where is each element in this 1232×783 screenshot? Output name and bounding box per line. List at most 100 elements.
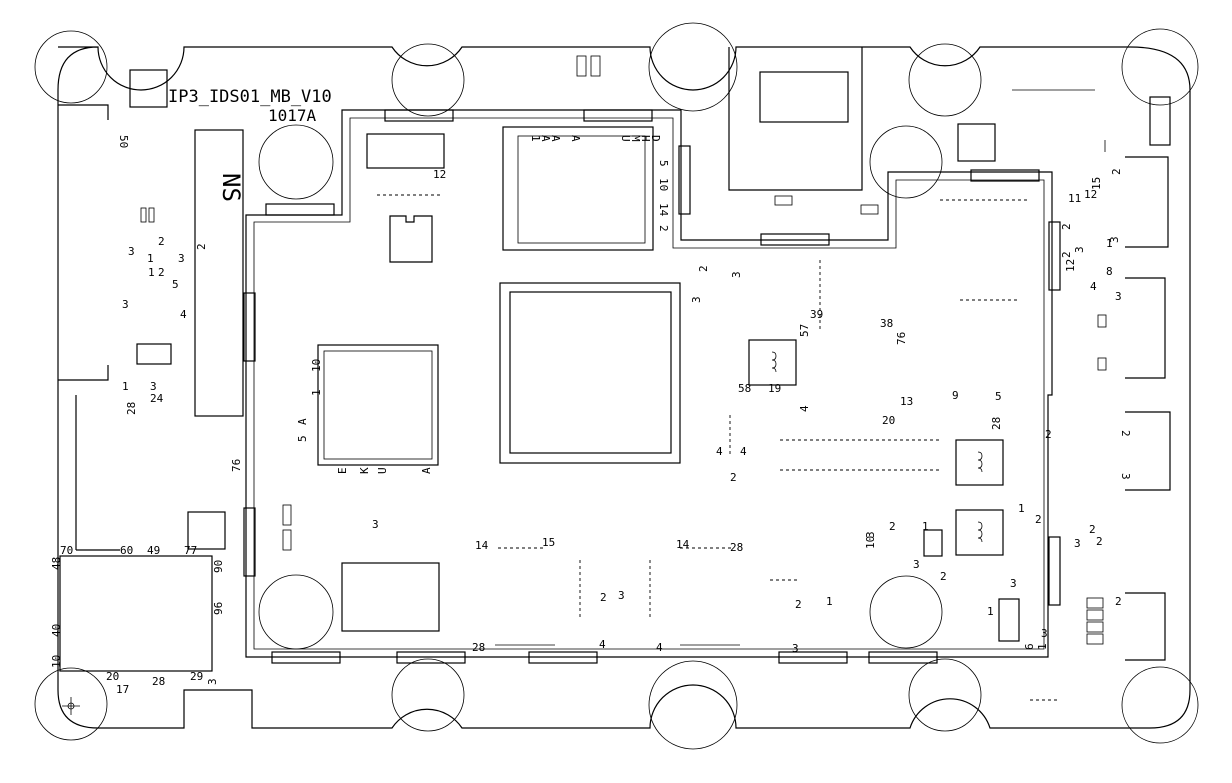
component-block: [136, 343, 172, 365]
pin-label: 3: [372, 518, 379, 531]
shield-clip: [583, 109, 653, 122]
pin-label: 2: [158, 235, 165, 248]
main-soc: [499, 282, 681, 464]
shield-clip: [1048, 221, 1061, 291]
pin-label: 2: [1045, 428, 1052, 441]
component-block: [957, 123, 996, 162]
pin-label: 2: [697, 265, 710, 272]
pin-label: 4: [716, 445, 723, 458]
inductor: [389, 215, 433, 263]
pin-label: 2: [1115, 595, 1122, 608]
shield-clip: [1048, 536, 1061, 606]
pin-label: A: [539, 135, 552, 142]
pin-label: 5: [657, 160, 670, 167]
pin-label: U: [619, 135, 632, 142]
mounting-hole-bottom-mid-left: [258, 574, 334, 650]
pin-label: 2: [600, 591, 607, 604]
pin-label: 77: [184, 544, 197, 557]
shield-clip: [778, 651, 848, 664]
pin-label: 2: [1060, 223, 1073, 230]
pin-label: 4: [740, 445, 747, 458]
pin-label: E: [336, 467, 349, 474]
pin-label: K: [358, 467, 371, 474]
pin-label: 3: [1073, 246, 1086, 253]
pin-label: 76: [895, 332, 908, 345]
shield-clip: [243, 292, 256, 362]
pin-label: 60: [120, 544, 133, 557]
small-part: [148, 207, 155, 223]
pin-label: 3: [618, 589, 625, 602]
pin-label: 3: [792, 642, 799, 655]
component-block: [998, 598, 1020, 642]
pin-label: 10: [864, 536, 877, 549]
pin-label: 40: [50, 624, 63, 637]
pin-label: 3: [178, 252, 185, 265]
pin-label: 49: [147, 544, 160, 557]
shield-clip: [384, 109, 454, 122]
mounting-hole-top-mid-right: [869, 125, 943, 199]
pin-label: D: [649, 135, 662, 142]
mounting-hole-top-left: [34, 30, 108, 104]
pin-label: 2: [1089, 523, 1096, 536]
pin-label: 11: [1068, 192, 1081, 205]
pin-label: 28: [472, 641, 485, 654]
power-inductor: [955, 439, 1004, 486]
pin-label: 6: [1023, 643, 1036, 650]
pin-label: A: [569, 135, 582, 142]
pin-label: 1: [1018, 502, 1025, 515]
top-connector-module: [728, 47, 863, 191]
pin-label: 57: [798, 324, 811, 337]
small-part: [576, 55, 587, 77]
memory-chip-inner: [517, 135, 646, 244]
pin-label: 13: [900, 395, 913, 408]
shield-clip: [396, 651, 466, 664]
pin-label: 1: [122, 380, 129, 393]
pin-label: 2: [1060, 251, 1073, 258]
pin-label: 19: [768, 382, 781, 395]
main-soc-inner: [509, 291, 672, 454]
pin-label: 50: [117, 135, 130, 148]
pin-label: 4: [599, 638, 606, 651]
notch-hole-top-1: [391, 43, 465, 117]
right-connector: [1125, 592, 1166, 661]
memory-chip: [502, 126, 654, 251]
pin-label: 12: [1084, 188, 1097, 201]
small-part: [282, 504, 292, 526]
pin-label: 29: [190, 670, 203, 683]
fiducial-crosshair: [62, 697, 80, 715]
pin-label: 1: [310, 389, 323, 396]
pin-label: 3: [864, 531, 877, 538]
pin-label: 1: [148, 266, 155, 279]
pin-label: 3: [150, 380, 157, 393]
pin-label: 96: [212, 602, 225, 615]
component-block: [129, 69, 168, 108]
board-revision: 1017A: [268, 106, 317, 125]
pin-label: 28: [990, 417, 1003, 430]
right-connector: [1125, 411, 1171, 491]
pin-label: 3: [1010, 577, 1017, 590]
shield-clip: [243, 507, 256, 577]
pin-label: 3: [206, 678, 219, 685]
pin-label: 1: [922, 520, 929, 533]
pin-label: 2: [940, 570, 947, 583]
led-array: [1086, 609, 1104, 621]
pin-label: 2: [1096, 535, 1103, 548]
small-part: [774, 195, 793, 206]
pin-label: 58: [738, 382, 751, 395]
battery-connector: [1149, 96, 1171, 146]
pin-label: 2: [1035, 513, 1042, 526]
shield-clip: [528, 651, 598, 664]
pin-label: 3: [1108, 236, 1121, 243]
pin-label: 3: [122, 298, 129, 311]
pin-label: 12: [1064, 259, 1077, 272]
board-title: IP3_IDS01_MB_V10: [168, 87, 332, 107]
shield-clip: [760, 233, 830, 246]
pin-label: 12: [433, 168, 446, 181]
mounting-hole-bottom-left: [34, 667, 108, 741]
pin-label: 1: [987, 605, 994, 618]
pin-label: U: [376, 467, 389, 474]
mounting-hole-top-mid-left: [258, 124, 334, 200]
shield-clip: [868, 651, 938, 664]
pin-label: 5: [995, 390, 1002, 403]
pin-label: 1: [1106, 237, 1113, 250]
